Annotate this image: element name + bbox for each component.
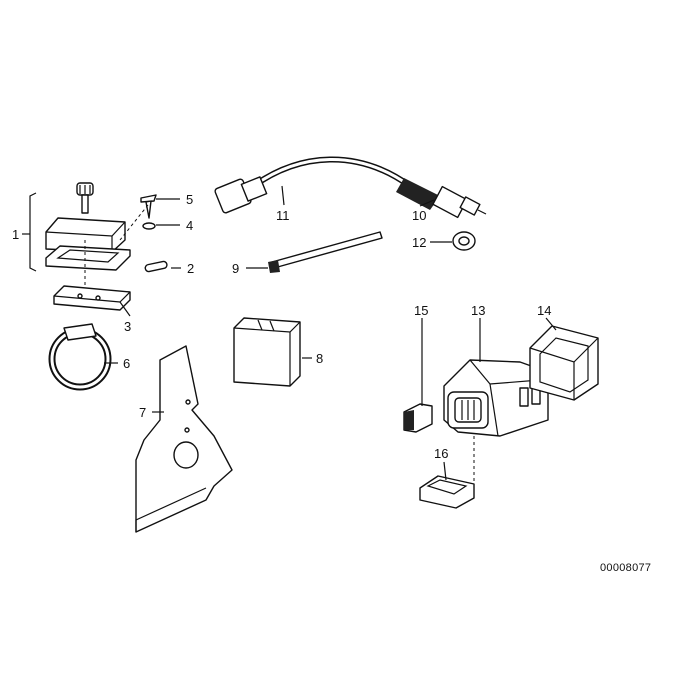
part-15-fuse — [403, 403, 433, 433]
part-12-nut — [452, 231, 476, 251]
diagram-id-label: 00008077 — [600, 562, 652, 574]
callout-2: 2 — [187, 261, 194, 276]
callout-labels: 1 2 3 4 5 6 7 8 9 10 11 12 13 14 15 16 — [12, 192, 551, 461]
callout-11: 11 — [276, 208, 290, 223]
callout-10: 10 — [412, 208, 426, 223]
part-4-washer — [142, 222, 156, 230]
part-10-sensor — [396, 178, 487, 219]
callout-15: 15 — [414, 303, 428, 318]
leader-lines — [22, 185, 557, 484]
part-7-plate — [135, 345, 233, 533]
part-5-screw — [140, 194, 157, 219]
callout-14: 14 — [537, 303, 551, 318]
part-9-cable-tie — [268, 231, 383, 273]
callout-3: 3 — [124, 319, 131, 334]
part-1-assembly — [29, 182, 131, 296]
part-8-box — [233, 317, 301, 387]
part-3-clip — [53, 285, 131, 311]
callout-1: 1 — [12, 227, 19, 242]
part-13-relay — [443, 359, 549, 437]
callout-16: 16 — [434, 446, 448, 461]
callout-6: 6 — [123, 356, 130, 371]
callout-4: 4 — [186, 218, 193, 233]
part-6-clamp — [48, 323, 112, 391]
part-14-frame — [529, 325, 599, 401]
callout-5: 5 — [186, 192, 193, 207]
callout-13: 13 — [471, 303, 485, 318]
callout-9: 9 — [232, 261, 239, 276]
callout-8: 8 — [316, 351, 323, 366]
callout-7: 7 — [139, 405, 146, 420]
part-11-cable — [214, 156, 412, 214]
callout-12: 12 — [412, 235, 426, 250]
part-2-pin — [144, 260, 168, 273]
part-16-connector — [419, 475, 475, 509]
